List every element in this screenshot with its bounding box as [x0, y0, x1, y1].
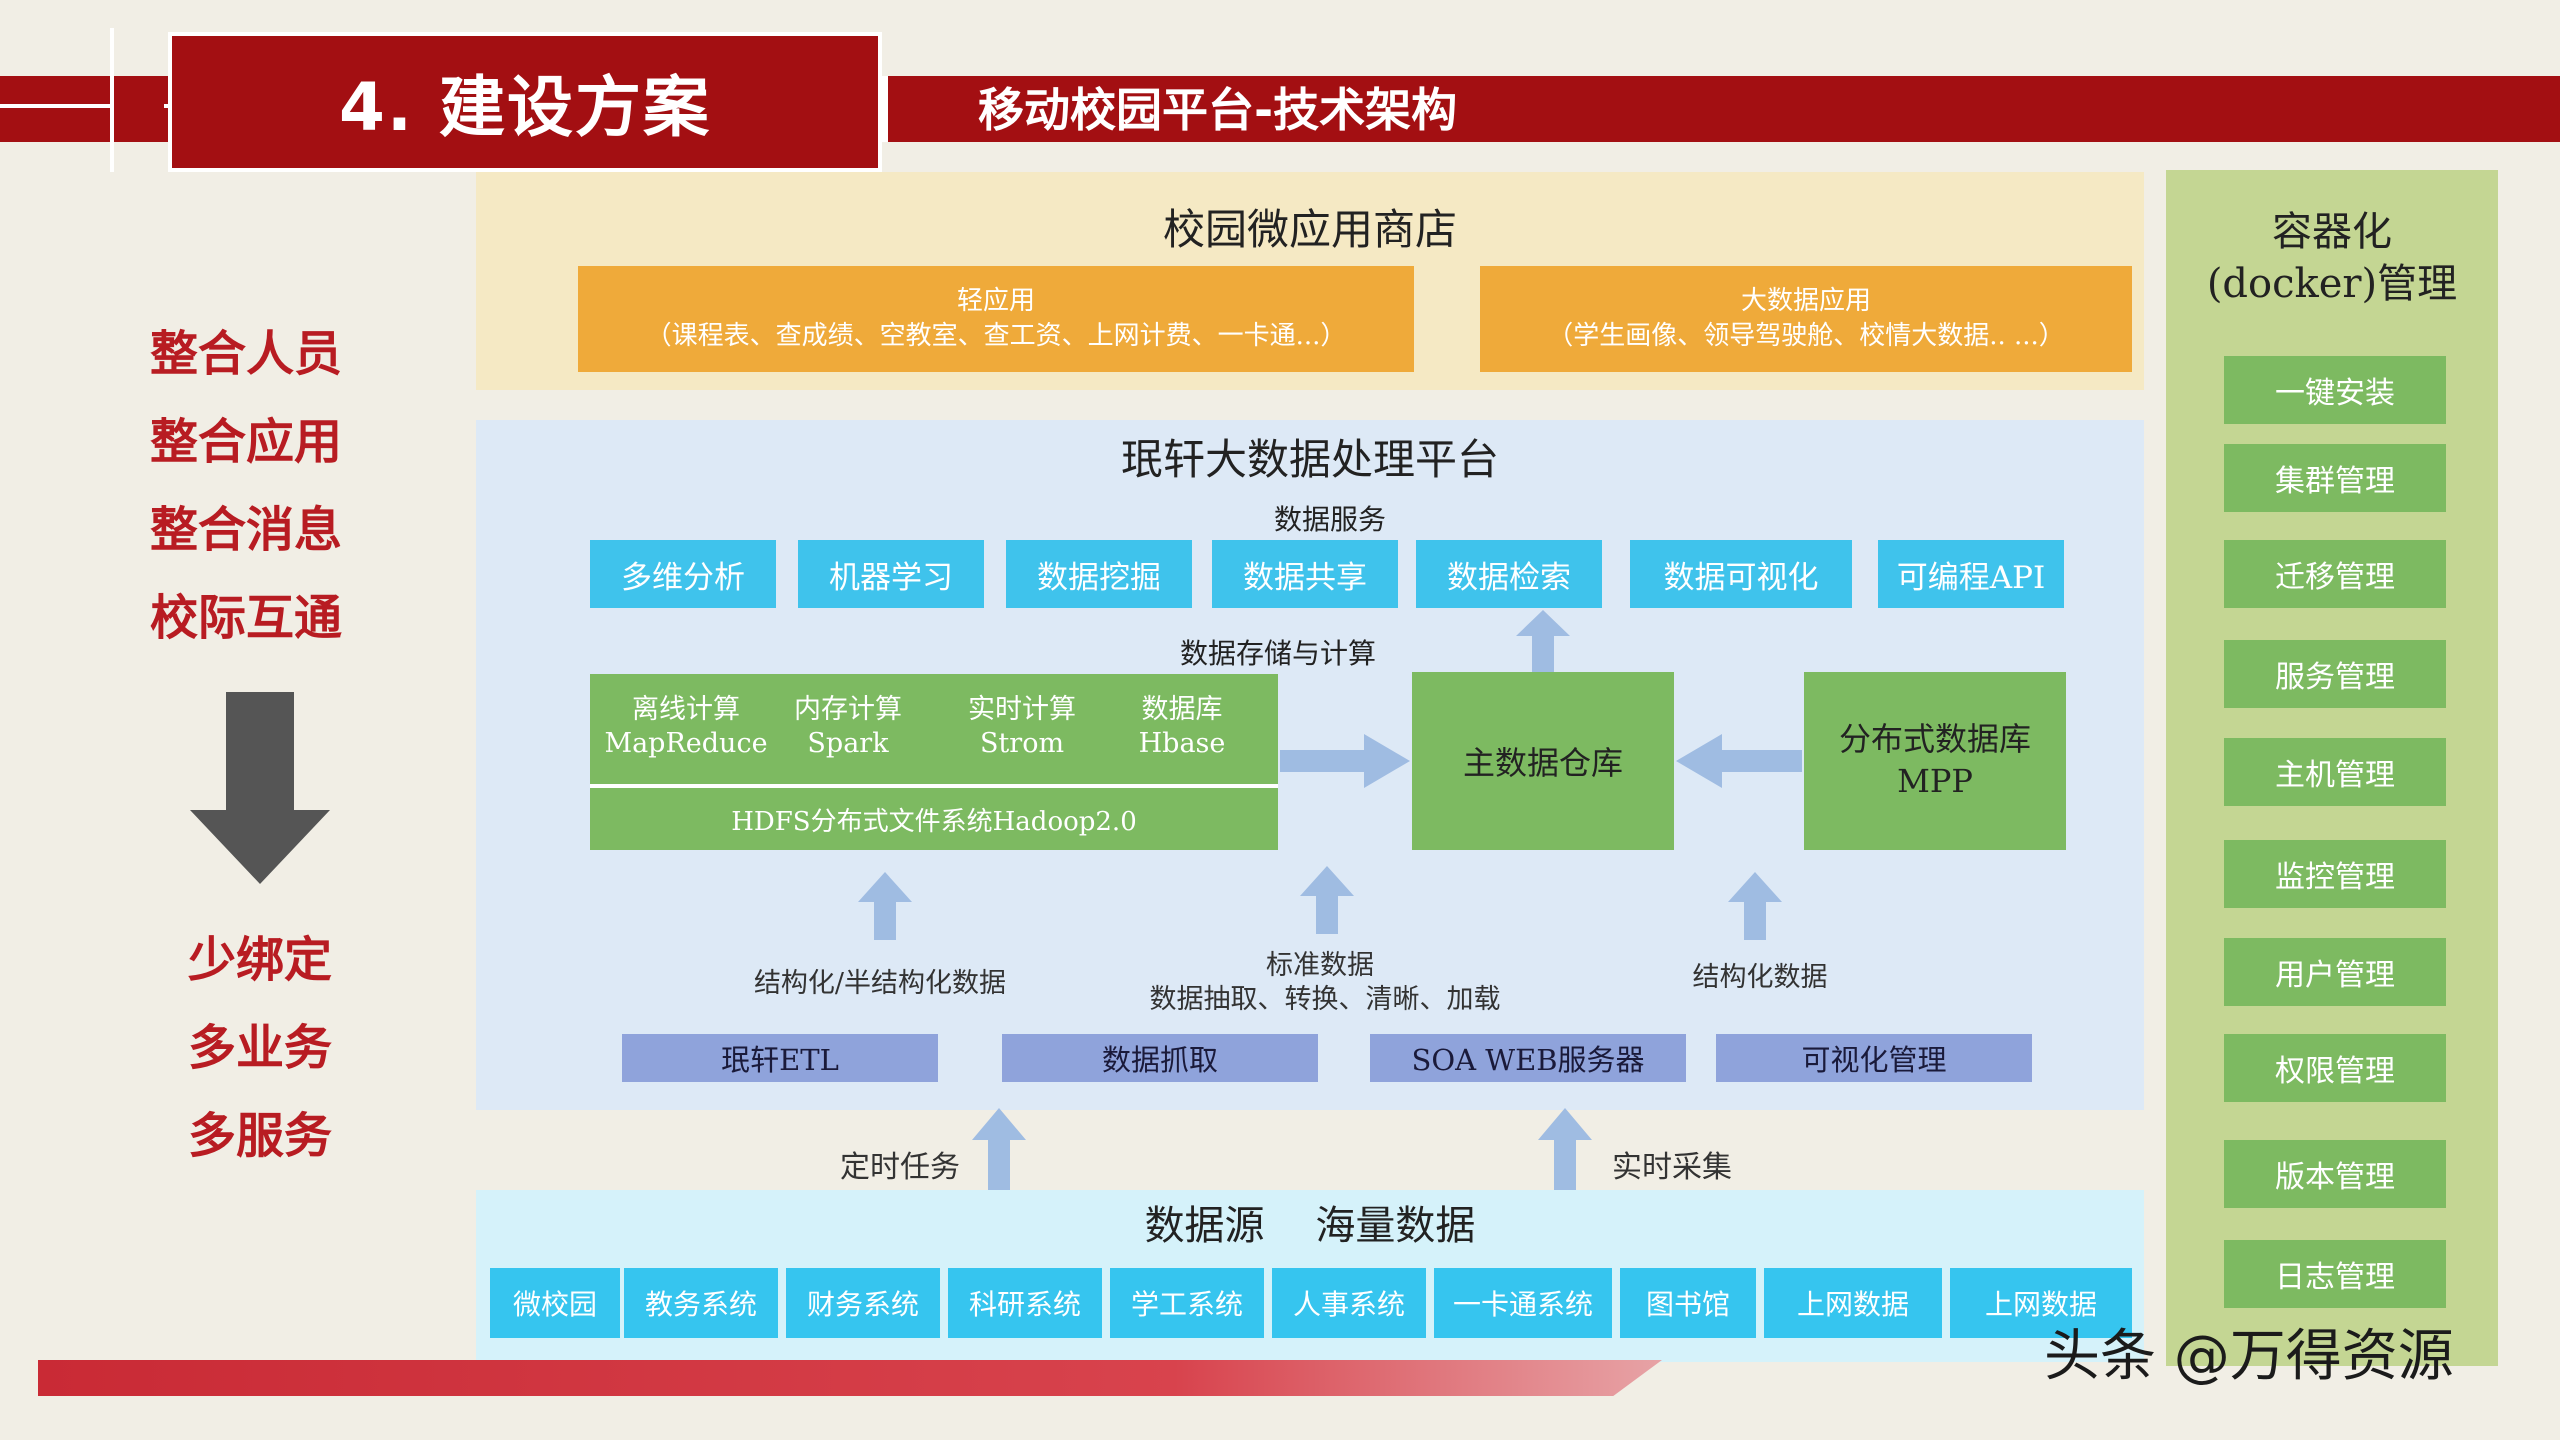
compute-name: 实时计算 [968, 694, 1076, 726]
tool-chip[interactable]: 珉轩ETL [622, 1034, 938, 1082]
flow-label-left: 结构化/半结构化数据 [753, 967, 1007, 999]
docker-item[interactable]: 日志管理 [2224, 1240, 2446, 1308]
compute-item[interactable]: 内存计算 Spark [752, 682, 944, 772]
result-item: 多业务 [188, 1020, 333, 1076]
result-item: 少绑定 [188, 932, 333, 988]
header-vertical-line [110, 28, 114, 172]
watermark: 头条 @万得资源 [2044, 1324, 2454, 1389]
arrow-up-icon [858, 872, 912, 940]
docker-item[interactable]: 迁移管理 [2224, 540, 2446, 608]
compute-name: 数据库 [1141, 694, 1223, 726]
bigdata-apps-name: 大数据应用 [1740, 285, 1871, 316]
compute-engine: Spark [807, 728, 889, 759]
sources-title: 数据源 海量数据 [1144, 1203, 1476, 1249]
down-arrow-icon [190, 692, 330, 884]
source-chip[interactable]: 财务系统 [786, 1268, 940, 1338]
docker-title-line2: (docker)管理 [2206, 261, 2458, 307]
arrow-up-icon [1538, 1108, 1592, 1194]
tool-chip[interactable]: 数据抓取 [1002, 1034, 1318, 1082]
mpp-name: 分布式数据库 [1838, 720, 2031, 759]
source-chip[interactable]: 上网数据 [1950, 1268, 2132, 1338]
service-chip[interactable]: 数据检索 [1416, 540, 1602, 608]
goal-item: 整合消息 [150, 502, 343, 558]
source-chip[interactable]: 上网数据 [1764, 1268, 1942, 1338]
arrow-up-icon [972, 1108, 1026, 1194]
compute-name: 离线计算 [632, 694, 740, 726]
header-divider-line [0, 104, 170, 108]
source-chip[interactable]: 科研系统 [948, 1268, 1102, 1338]
service-chip[interactable]: 机器学习 [798, 540, 984, 608]
results-list: 少绑定 多业务 多服务 [188, 924, 428, 1188]
header-left-gap [114, 76, 164, 142]
app-store-title: 校园微应用商店 [1162, 204, 1457, 254]
docker-item[interactable]: 一键安装 [2224, 356, 2446, 424]
compute-item[interactable]: 离线计算 MapReduce [590, 682, 782, 772]
services-label: 数据服务 [1273, 503, 1386, 536]
docker-item[interactable]: 用户管理 [2224, 938, 2446, 1006]
goal-item: 整合应用 [150, 414, 343, 470]
source-chip[interactable]: 教务系统 [624, 1268, 778, 1338]
service-chip[interactable]: 数据可视化 [1630, 540, 1852, 608]
service-chip[interactable]: 多维分析 [590, 540, 776, 608]
mpp-sub: MPP [1897, 762, 1973, 800]
goals-list: 整合人员 整合应用 整合消息 校际互通 [150, 318, 410, 670]
bigdata-apps-box[interactable]: 大数据应用 （学生画像、领导驾驶舱、校情大数据.. ...） [1480, 266, 2132, 372]
docker-item[interactable]: 主机管理 [2224, 738, 2446, 806]
source-chip[interactable]: 一卡通系统 [1434, 1268, 1612, 1338]
scheduled-task-label: 定时任务 [840, 1150, 960, 1185]
docker-item[interactable]: 版本管理 [2224, 1140, 2446, 1208]
compute-engine: Hbase [1138, 728, 1226, 759]
arrow-up-icon [1300, 866, 1354, 934]
goal-item: 校际互通 [150, 590, 343, 646]
mpp-box[interactable]: 分布式数据库 MPP [1804, 672, 2066, 850]
tool-chip[interactable]: SOA WEB服务器 [1370, 1034, 1686, 1082]
docker-item[interactable]: 服务管理 [2224, 640, 2446, 708]
light-apps-name: 轻应用 [956, 285, 1035, 316]
light-apps-detail: （课程表、查成绩、空教室、查工资、上网计费、一卡通...） [645, 321, 1347, 351]
source-chip[interactable]: 人事系统 [1272, 1268, 1426, 1338]
source-chip[interactable]: 学工系统 [1110, 1268, 1264, 1338]
light-apps-box[interactable]: 轻应用 （课程表、查成绩、空教室、查工资、上网计费、一卡通...） [578, 266, 1414, 372]
docker-item[interactable]: 权限管理 [2224, 1034, 2446, 1102]
arrow-right-icon [1280, 734, 1410, 788]
storage-label: 数据存储与计算 [1179, 637, 1376, 670]
flow-label-middle-bottom: 数据抽取、转换、清晰、加载 [1149, 983, 1501, 1015]
docker-item[interactable]: 监控管理 [2224, 840, 2446, 908]
compute-group [590, 674, 1278, 850]
arrow-left-icon [1676, 734, 1802, 788]
service-chip[interactable]: 数据共享 [1212, 540, 1398, 608]
flow-label-right: 结构化数据 [1692, 961, 1828, 993]
compute-item[interactable]: 数据库 Hbase [1086, 682, 1278, 772]
bigdata-apps-detail: （学生画像、领导驾驶舱、校情大数据.. ...） [1547, 321, 2065, 351]
result-item: 多服务 [188, 1108, 333, 1164]
source-chip[interactable]: 微校园 [490, 1268, 620, 1338]
page-subtitle: 移动校园平台-技术架构 [978, 83, 1458, 137]
goal-item: 整合人员 [150, 326, 343, 382]
source-chip[interactable]: 图书馆 [1620, 1268, 1756, 1338]
service-chip[interactable]: 数据挖掘 [1006, 540, 1192, 608]
docker-title-line1: 容器化 [2272, 209, 2392, 255]
compute-engine: MapReduce [604, 728, 768, 759]
compute-name: 内存计算 [794, 694, 902, 726]
tool-chip[interactable]: 可视化管理 [1716, 1034, 2032, 1082]
bottom-stripe [38, 1360, 1662, 1396]
compute-divider [590, 784, 1278, 788]
compute-engine: Strom [979, 728, 1065, 759]
realtime-label: 实时采集 [1612, 1150, 1732, 1185]
compute-item[interactable]: 实时计算 Strom [926, 682, 1118, 772]
docker-item[interactable]: 集群管理 [2224, 444, 2446, 512]
arrow-up-icon [1516, 610, 1570, 672]
hdfs-box[interactable]: HDFS分布式文件系统Hadoop2.0 [731, 806, 1137, 837]
platform-title: 珉轩大数据处理平台 [1120, 434, 1499, 484]
flow-label-middle-top: 标准数据 [1266, 949, 1374, 981]
header-separator [882, 76, 888, 142]
section-title: 4. 建设方案 [168, 32, 882, 172]
arrow-up-icon [1728, 872, 1782, 940]
warehouse-box[interactable]: 主数据仓库 [1412, 672, 1674, 850]
service-chip[interactable]: 可编程API [1878, 540, 2064, 608]
